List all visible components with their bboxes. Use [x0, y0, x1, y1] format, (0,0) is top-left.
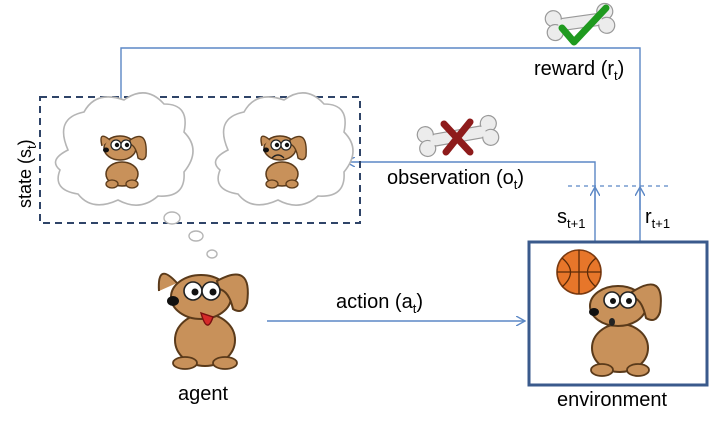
s-next-label: st+1 — [557, 206, 585, 231]
dog-icon — [260, 135, 307, 189]
dog-icon — [589, 283, 662, 377]
reward-arrow — [121, 47, 641, 241]
state-label: state (st) — [15, 139, 39, 208]
observation-label: observation (ot) — [387, 167, 524, 192]
state-box — [39, 96, 361, 224]
reward-label: reward (rt) — [534, 58, 624, 83]
observation-arrow — [347, 162, 596, 241]
r-next-label: rt+1 — [645, 206, 670, 231]
environment-label: environment — [557, 389, 668, 411]
agent-label: agent — [178, 383, 228, 405]
bone-cross-icon — [416, 114, 500, 158]
dog-icon — [157, 272, 249, 370]
thought-cloud-icon — [54, 92, 354, 259]
action-label: action (at) — [336, 291, 423, 316]
basketball-icon — [556, 249, 602, 295]
bone-check-icon — [544, 2, 616, 46]
